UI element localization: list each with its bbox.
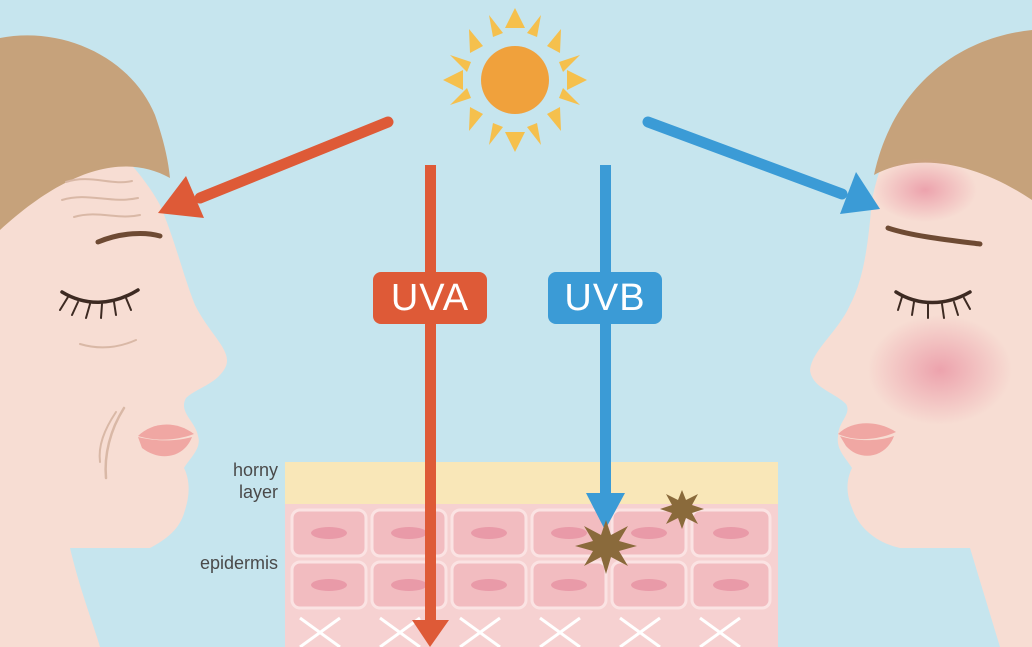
uva-arrow-to-face (158, 116, 394, 218)
horny-layer-label-line1: horny (232, 460, 278, 480)
skin-cross-section (285, 462, 778, 647)
uvb-label: UVB (564, 277, 646, 319)
horny-layer (285, 462, 778, 504)
right-face-sunburn (810, 30, 1032, 647)
epidermis-label: epidermis (199, 553, 278, 573)
sun-icon (443, 8, 587, 152)
cell-damage-burst-icon (575, 520, 637, 574)
uva-arrow-into-skin (412, 165, 449, 647)
uva-badge: UVA (373, 272, 487, 324)
uvb-arrow-to-face (642, 116, 880, 214)
small-damage-burst-icon (660, 490, 704, 529)
dermis-fibers (299, 616, 741, 647)
uvb-badge: UVB (548, 272, 662, 324)
uva-label: UVA (390, 277, 470, 319)
left-face-aged (0, 35, 228, 647)
horny-layer-label-line2: layer (238, 482, 278, 502)
horny-layer-label: horny layer (200, 459, 278, 503)
uvb-arrow-into-skin (586, 165, 625, 530)
